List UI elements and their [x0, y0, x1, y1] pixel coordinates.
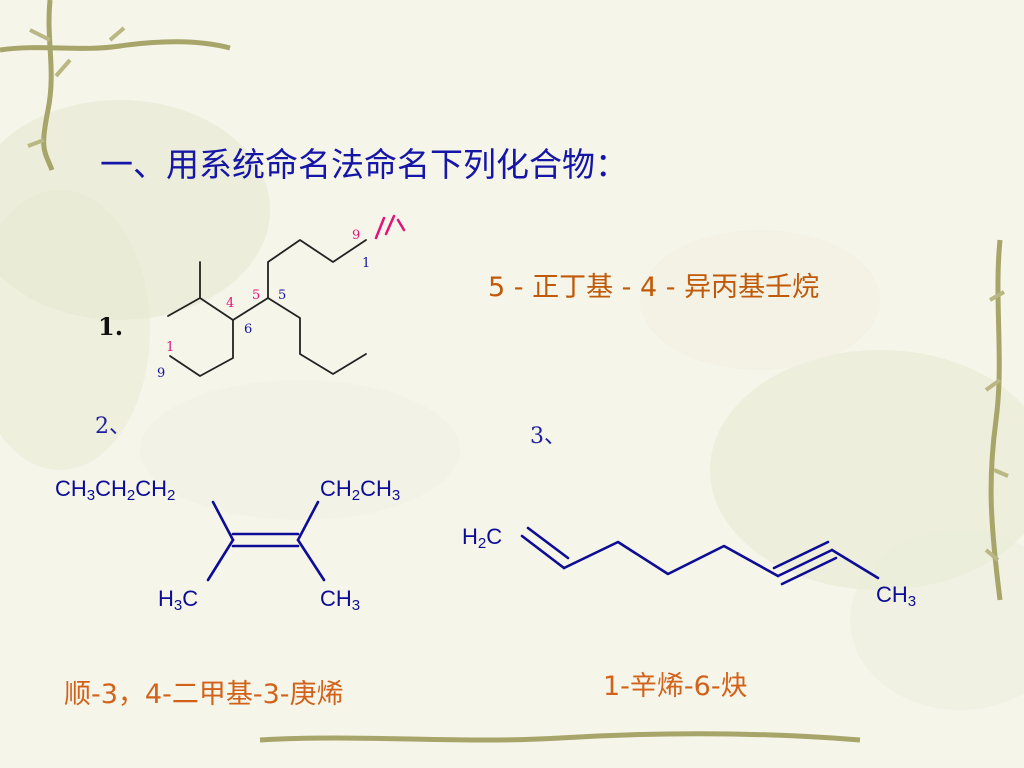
bond-triple-3	[780, 556, 838, 586]
bond-c3-ethyl-top	[211, 500, 235, 542]
bond-chain-1	[169, 319, 234, 377]
arrow-swap-icon	[374, 214, 406, 240]
bond-c3-methyl	[206, 538, 235, 582]
bond-c4-ethyl-top	[296, 500, 320, 542]
bond-c4-c5	[232, 297, 269, 321]
question-number-3: 3、	[530, 424, 566, 449]
bond-c1-c2-b	[526, 526, 570, 560]
bond-chain-3	[562, 540, 780, 578]
locant-9-top: 9	[352, 228, 361, 243]
question-number-2: 2、	[95, 414, 131, 439]
locant-1-top: 1	[362, 256, 371, 271]
answer-1: 5 - 正丁基 - 4 - 异丙基壬烷	[488, 272, 820, 303]
bond-butyl-top	[267, 239, 367, 299]
group-top-right: CH2CH3	[320, 476, 401, 504]
locant-6: 6	[244, 322, 253, 337]
group-h2c: H2C	[462, 524, 503, 552]
locant-1-bottom: 1	[166, 340, 175, 355]
bond-isopropyl-methyl	[167, 297, 201, 317]
group-ch3: CH3	[876, 582, 917, 610]
locant-4: 4	[226, 296, 235, 311]
locant-5-pink: 5	[252, 288, 261, 303]
bond-c7-c8	[830, 548, 880, 580]
group-top-left: CH3CH2CH2	[55, 476, 176, 504]
bond-triple-1	[776, 548, 834, 578]
locant-5-blue: 5	[278, 288, 287, 303]
bond-triple-2	[772, 540, 830, 570]
bond-c4-methyl	[296, 538, 326, 582]
answer-2: 顺-3，4-二甲基-3-庚烯	[64, 679, 344, 710]
bond-chain-2	[267, 297, 367, 375]
bond-c1-c2-a	[520, 534, 566, 570]
group-bottom-left: H3C	[158, 586, 199, 614]
question-number-1: 1.	[98, 312, 124, 341]
answer-3: 1-辛烯-6-炔	[603, 671, 748, 702]
locant-9-bottom: 9	[157, 366, 166, 381]
group-bottom-right: CH3	[320, 586, 361, 614]
page-title: 一、用系统命名法命名下列化合物：	[100, 145, 628, 184]
